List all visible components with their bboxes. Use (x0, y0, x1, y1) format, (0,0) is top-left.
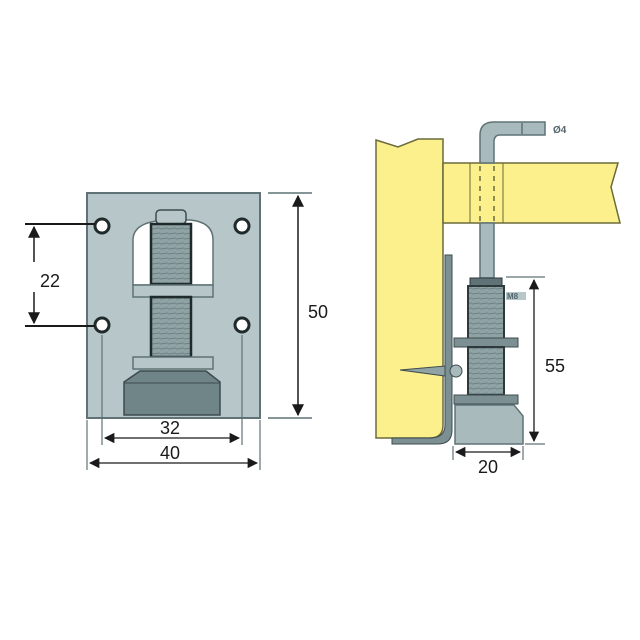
threaded-bolt-lower (149, 295, 193, 359)
foot-pad (123, 370, 221, 416)
side-nut-lower (453, 394, 519, 405)
side-foot-pad (454, 404, 524, 445)
dim-label-22: 22 (40, 271, 60, 291)
mounting-hole (233, 316, 251, 334)
dim-label-50: 50 (308, 302, 328, 322)
side-threaded-bolt-lower (467, 346, 505, 396)
dim-label-55: 55 (545, 356, 565, 376)
dim-label-40: 40 (160, 443, 180, 463)
dim-label-20: 20 (478, 457, 498, 477)
pin-diameter-label: Ø4 (553, 125, 567, 136)
wood-screw (399, 365, 446, 377)
side-view: Ø4 M8 55 20 (375, 121, 621, 477)
side-nut-upper (453, 337, 519, 348)
nut-bar-lower (132, 356, 214, 370)
threaded-bolt-upper (149, 222, 193, 286)
front-view: 22 50 32 40 (25, 192, 328, 470)
nut-bar-upper (132, 284, 214, 298)
allen-pin (479, 121, 546, 164)
side-threaded-bolt-upper (467, 285, 505, 343)
wood-side-panel (375, 138, 444, 439)
thread-label: M8 (507, 292, 519, 301)
dim-label-32: 32 (160, 418, 180, 438)
wood-shelf (442, 162, 621, 224)
bracket-plate (391, 254, 453, 445)
mounting-hole (93, 217, 111, 235)
mounting-hole (93, 316, 111, 334)
mounting-hole (233, 217, 251, 235)
